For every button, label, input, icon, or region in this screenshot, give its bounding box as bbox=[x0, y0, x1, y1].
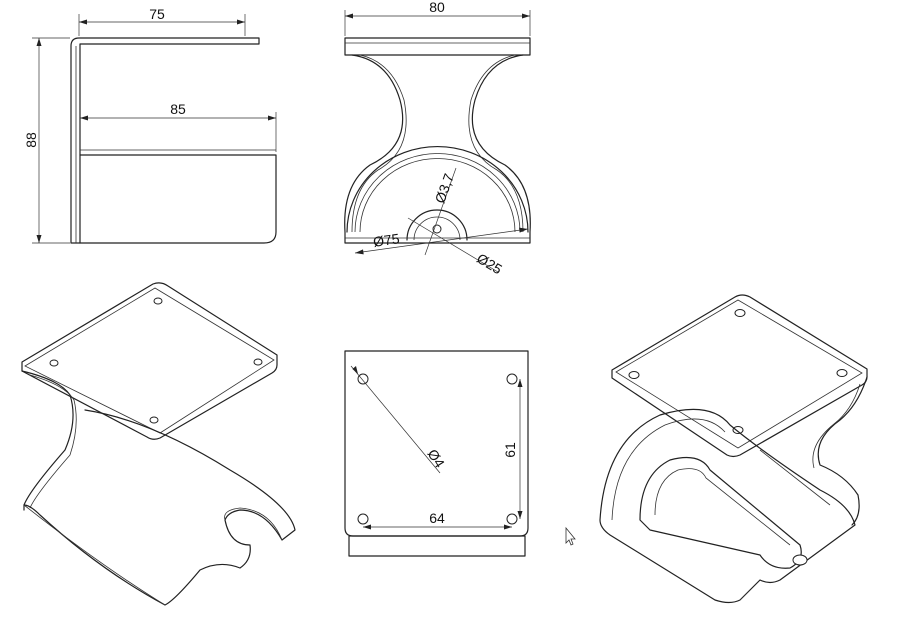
dim-61-label: 61 bbox=[502, 442, 518, 458]
dim-3-7-diameter-label: Ø3,7 bbox=[432, 171, 457, 205]
dim-64-label: 64 bbox=[429, 510, 445, 526]
dim-85-label: 85 bbox=[170, 101, 186, 117]
top-view: Ø4 64 61 bbox=[344, 350, 529, 557]
front-view: 80 Ø75 Ø25 Ø3,7 bbox=[344, 0, 531, 277]
dim-25-diameter-label: Ø25 bbox=[474, 250, 505, 277]
mouse-cursor-icon bbox=[565, 526, 576, 546]
isometric-view-left bbox=[21, 282, 296, 606]
isometric-view-right bbox=[599, 294, 868, 604]
dim-4-diameter-label: Ø4 bbox=[425, 446, 449, 470]
dim-75-label: 75 bbox=[149, 6, 165, 22]
dim-88-label: 88 bbox=[23, 132, 39, 148]
side-view: 75 85 88 bbox=[23, 6, 277, 244]
dim-75-diameter-label: Ø75 bbox=[372, 230, 401, 250]
dim-80-label: 80 bbox=[429, 0, 445, 15]
